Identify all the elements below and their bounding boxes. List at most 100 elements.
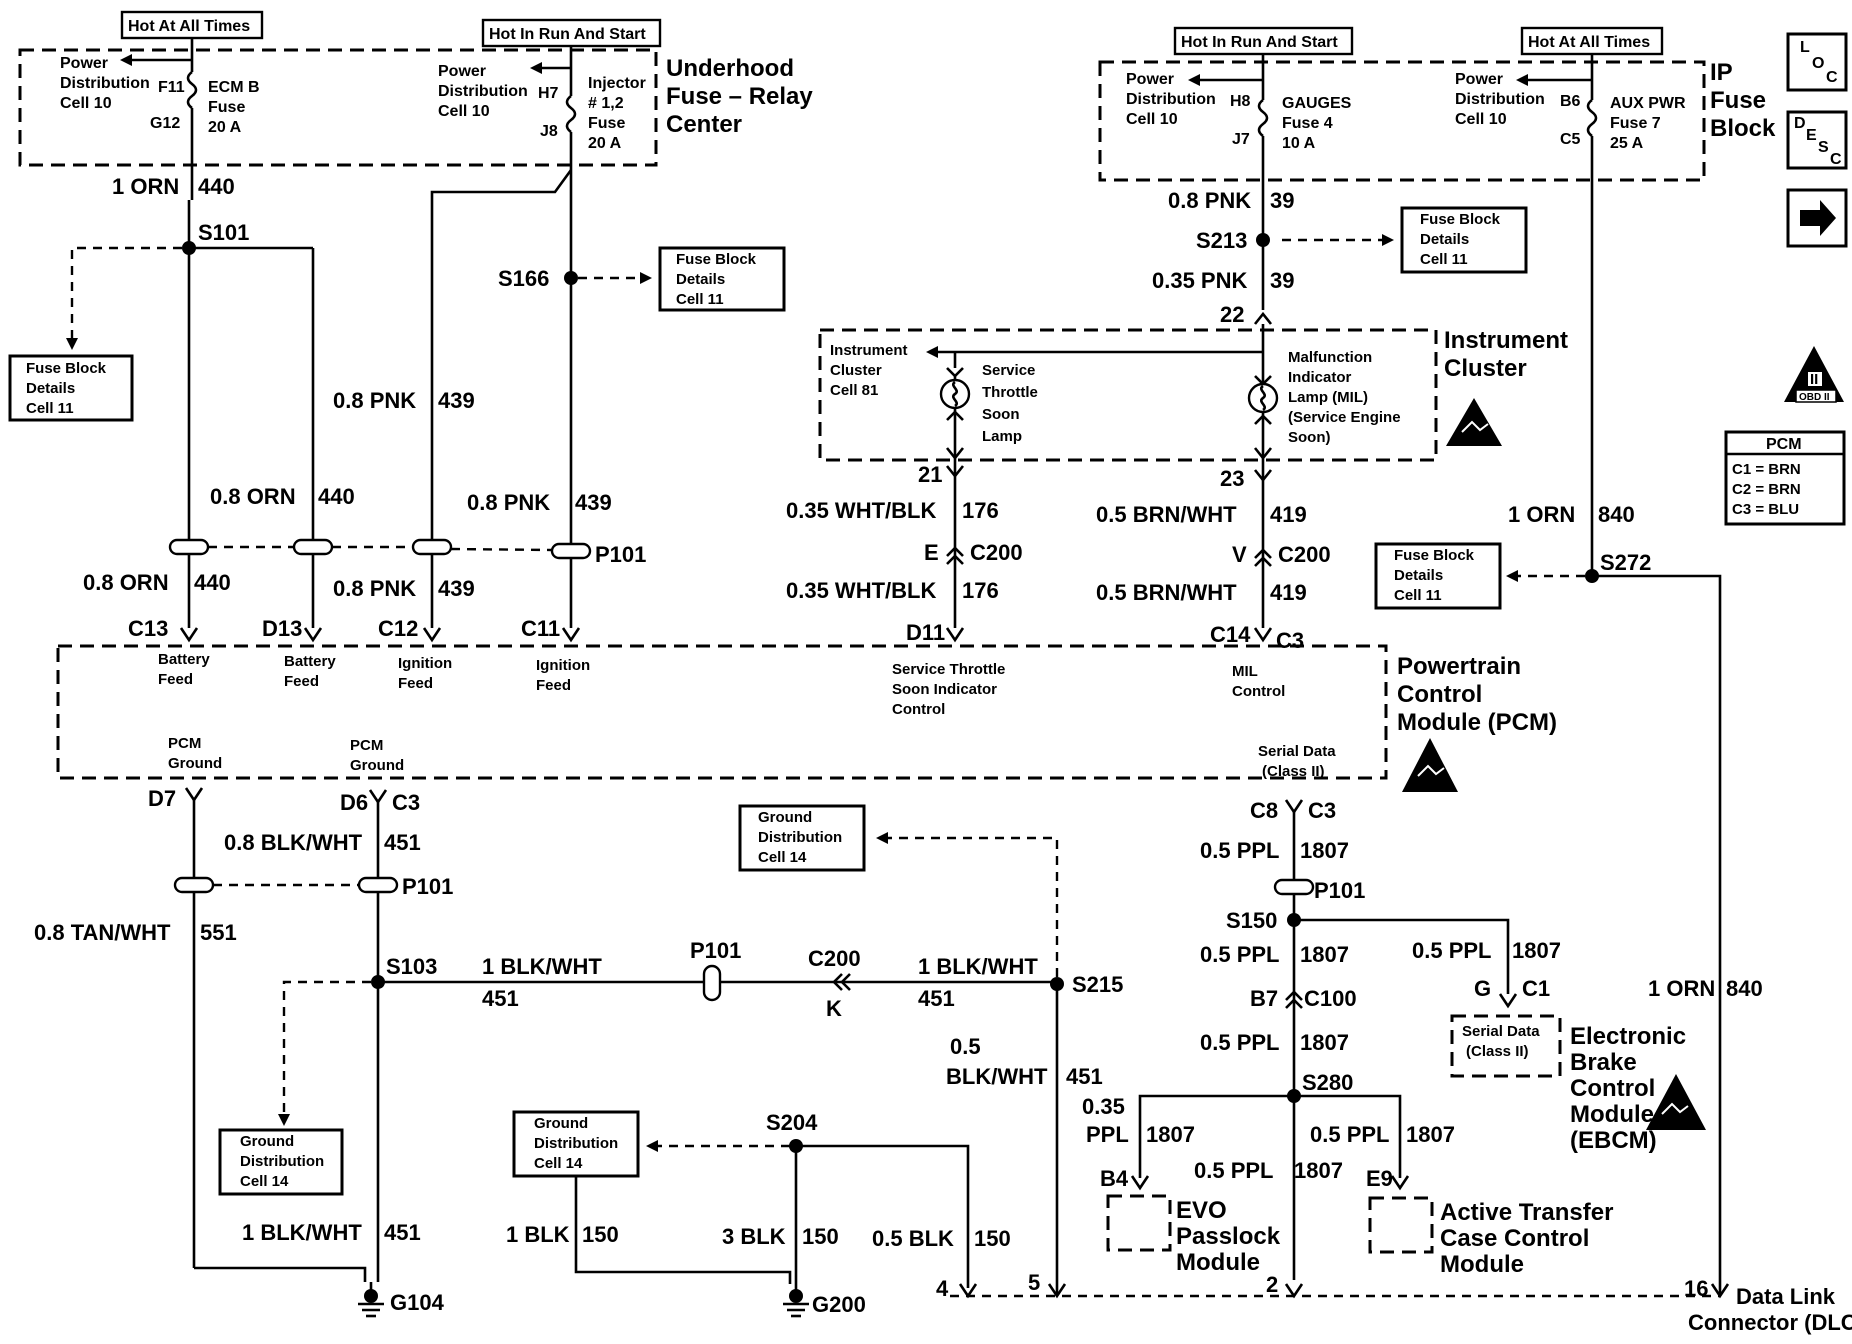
svg-text:21: 21 xyxy=(918,462,942,487)
svg-text:Fuse: Fuse xyxy=(1710,87,1766,114)
ground-distribution-ref-2[interactable]: Ground Distribution Cell 14 xyxy=(738,804,866,872)
svg-text:840: 840 xyxy=(1598,502,1635,527)
svg-text:PCM: PCM xyxy=(350,737,383,754)
svg-text:C3 = BLU: C3 = BLU xyxy=(1732,501,1799,518)
svg-text:Distribution: Distribution xyxy=(60,75,150,92)
svg-text:EVO: EVO xyxy=(1176,1197,1227,1224)
svg-text:C12: C12 xyxy=(378,616,418,641)
ground-distribution-ref-1[interactable]: Ground Distribution Cell 14 xyxy=(218,1128,344,1196)
wire-label-1blkwht-451-c: 1 BLK/WHT 451 xyxy=(242,1220,421,1245)
svg-text:Feed: Feed xyxy=(536,677,571,694)
svg-text:1 BLK: 1 BLK xyxy=(506,1222,570,1247)
connector-c200-e: E C200 xyxy=(924,540,1023,565)
loc-button[interactable]: L O C xyxy=(1786,32,1848,92)
svg-text:H8: H8 xyxy=(1230,93,1251,110)
svg-text:Control: Control xyxy=(892,701,945,718)
svg-text:K: K xyxy=(826,996,842,1021)
svg-text:MIL: MIL xyxy=(1232,663,1258,680)
svg-text:Instrument: Instrument xyxy=(830,342,908,359)
ground-distribution-ref-3[interactable]: Ground Distribution Cell 14 xyxy=(512,1110,640,1178)
pcm-pin-d11: D11 xyxy=(906,620,965,645)
svg-text:II: II xyxy=(1810,371,1818,388)
header-hot-in-run-start-2: Hot In Run And Start xyxy=(1173,26,1354,56)
power-distribution-ref-3[interactable]: Power Distribution Cell 10 xyxy=(1126,71,1263,128)
malfunction-indicator-lamp: Malfunction Indicator Lamp (MIL) (Servic… xyxy=(1247,349,1401,461)
pcm-pin-label-ignition-feed-2: Ignition Feed xyxy=(536,657,590,694)
injector-fuse: H7 J8 Injector # 1,2 Fuse 20 A xyxy=(538,58,646,170)
svg-text:Fuse: Fuse xyxy=(208,99,245,116)
svg-text:Distribution: Distribution xyxy=(240,1153,324,1170)
svg-text:J7: J7 xyxy=(1232,131,1250,148)
svg-text:0.8 ORN: 0.8 ORN xyxy=(210,484,296,509)
wire-label-05brnwht-419-a: 0.5 BRN/WHT 419 xyxy=(1096,502,1307,527)
svg-text:P101: P101 xyxy=(690,938,741,963)
svg-text:E9: E9 xyxy=(1366,1166,1393,1191)
next-arrow-button[interactable] xyxy=(1786,188,1848,248)
svg-text:C1 = BRN: C1 = BRN xyxy=(1732,461,1801,478)
svg-text:S213: S213 xyxy=(1196,228,1247,253)
wire-label-05brnwht-419-b: 0.5 BRN/WHT 419 xyxy=(1096,580,1307,605)
svg-text:176: 176 xyxy=(962,498,999,523)
svg-text:Distribution: Distribution xyxy=(1126,91,1216,108)
svg-text:Ignition: Ignition xyxy=(398,655,452,672)
svg-text:Power: Power xyxy=(60,55,108,72)
svg-text:23: 23 xyxy=(1220,466,1244,491)
svg-text:S103: S103 xyxy=(386,954,437,979)
svg-text:150: 150 xyxy=(974,1226,1011,1251)
svg-text:S101: S101 xyxy=(198,220,249,245)
svg-text:Ground: Ground xyxy=(350,757,404,774)
svg-text:B6: B6 xyxy=(1560,93,1581,110)
svg-text:0.5 PPL: 0.5 PPL xyxy=(1310,1122,1389,1147)
svg-text:1807: 1807 xyxy=(1512,938,1561,963)
svg-text:440: 440 xyxy=(194,570,231,595)
svg-text:PCM: PCM xyxy=(168,735,201,752)
svg-text:Fuse: Fuse xyxy=(588,115,625,132)
wire-label-1orn-840-b: 1 ORN 840 xyxy=(1648,976,1763,1001)
svg-text:Lamp (MIL): Lamp (MIL) xyxy=(1288,389,1368,406)
svg-text:F11: F11 xyxy=(158,79,185,96)
svg-text:B4: B4 xyxy=(1100,1166,1129,1191)
fuse-block-details-ref-2[interactable]: Fuse Block Details Cell 11 xyxy=(658,246,786,312)
svg-text:2: 2 xyxy=(1266,1272,1278,1297)
svg-text:176: 176 xyxy=(962,578,999,603)
wire-label-035whtblk-176-a: 0.35 WHT/BLK 176 xyxy=(786,498,999,523)
svg-text:Feed: Feed xyxy=(284,673,319,690)
svg-text:439: 439 xyxy=(438,576,475,601)
svg-text:PCM: PCM xyxy=(1766,436,1802,453)
fuse-block-details-ref-3[interactable]: Fuse Block Details Cell 11 xyxy=(1400,206,1528,274)
instrument-cluster-ref[interactable]: Instrument Cluster Cell 81 xyxy=(830,342,1263,399)
svg-text:0.5 PPL: 0.5 PPL xyxy=(1200,1030,1279,1055)
wire-label-05ppl-1807-d: 0.5 PPL 1807 xyxy=(1200,1030,1349,1055)
svg-text:Distribution: Distribution xyxy=(534,1135,618,1152)
svg-text:D11: D11 xyxy=(906,620,945,645)
wire-label-1blkwht-451-a: 1 BLK/WHT 451 xyxy=(482,954,602,1011)
svg-text:C: C xyxy=(1830,151,1842,168)
header-hot-at-all-times-1: Hot At All Times xyxy=(120,10,264,40)
svg-text:Brake: Brake xyxy=(1570,1049,1637,1076)
svg-text:Underhood: Underhood xyxy=(666,55,794,82)
svg-text:P101: P101 xyxy=(402,874,453,899)
power-distribution-ref-2[interactable]: Power Distribution Cell 10 xyxy=(438,62,571,120)
svg-text:(Class II): (Class II) xyxy=(1466,1043,1529,1060)
wire-label-1orn-440: 1 ORN 440 xyxy=(112,174,235,199)
svg-text:Cell 14: Cell 14 xyxy=(240,1173,289,1190)
svg-text:20 A: 20 A xyxy=(588,135,622,152)
desc-button[interactable]: D E S C xyxy=(1786,110,1848,170)
fuse-block-details-ref-4[interactable]: Fuse Block Details Cell 11 xyxy=(1374,542,1502,610)
svg-text:D: D xyxy=(1794,115,1806,132)
svg-text:Connector (DLC): Connector (DLC) xyxy=(1688,1310,1852,1335)
svg-text:Hot At All Times: Hot At All Times xyxy=(1528,34,1650,51)
power-distribution-ref-4[interactable]: Power Distribution Cell 10 xyxy=(1455,71,1592,128)
svg-text:Cell 10: Cell 10 xyxy=(438,103,490,120)
svg-text:Cluster: Cluster xyxy=(830,362,882,379)
svg-text:PPL: PPL xyxy=(1086,1122,1129,1147)
power-distribution-ref-1[interactable]: Power Distribution Cell 10 xyxy=(60,54,192,112)
svg-text:S272: S272 xyxy=(1600,550,1651,575)
svg-text:Lamp: Lamp xyxy=(982,428,1022,445)
svg-text:Center: Center xyxy=(666,111,742,138)
svg-text:GAUGES: GAUGES xyxy=(1282,95,1352,112)
svg-text:Soon: Soon xyxy=(982,406,1020,423)
fuse-block-details-ref-1[interactable]: Fuse Block Details Cell 11 xyxy=(8,354,134,422)
svg-text:1807: 1807 xyxy=(1406,1122,1455,1147)
svg-text:B7: B7 xyxy=(1250,986,1278,1011)
